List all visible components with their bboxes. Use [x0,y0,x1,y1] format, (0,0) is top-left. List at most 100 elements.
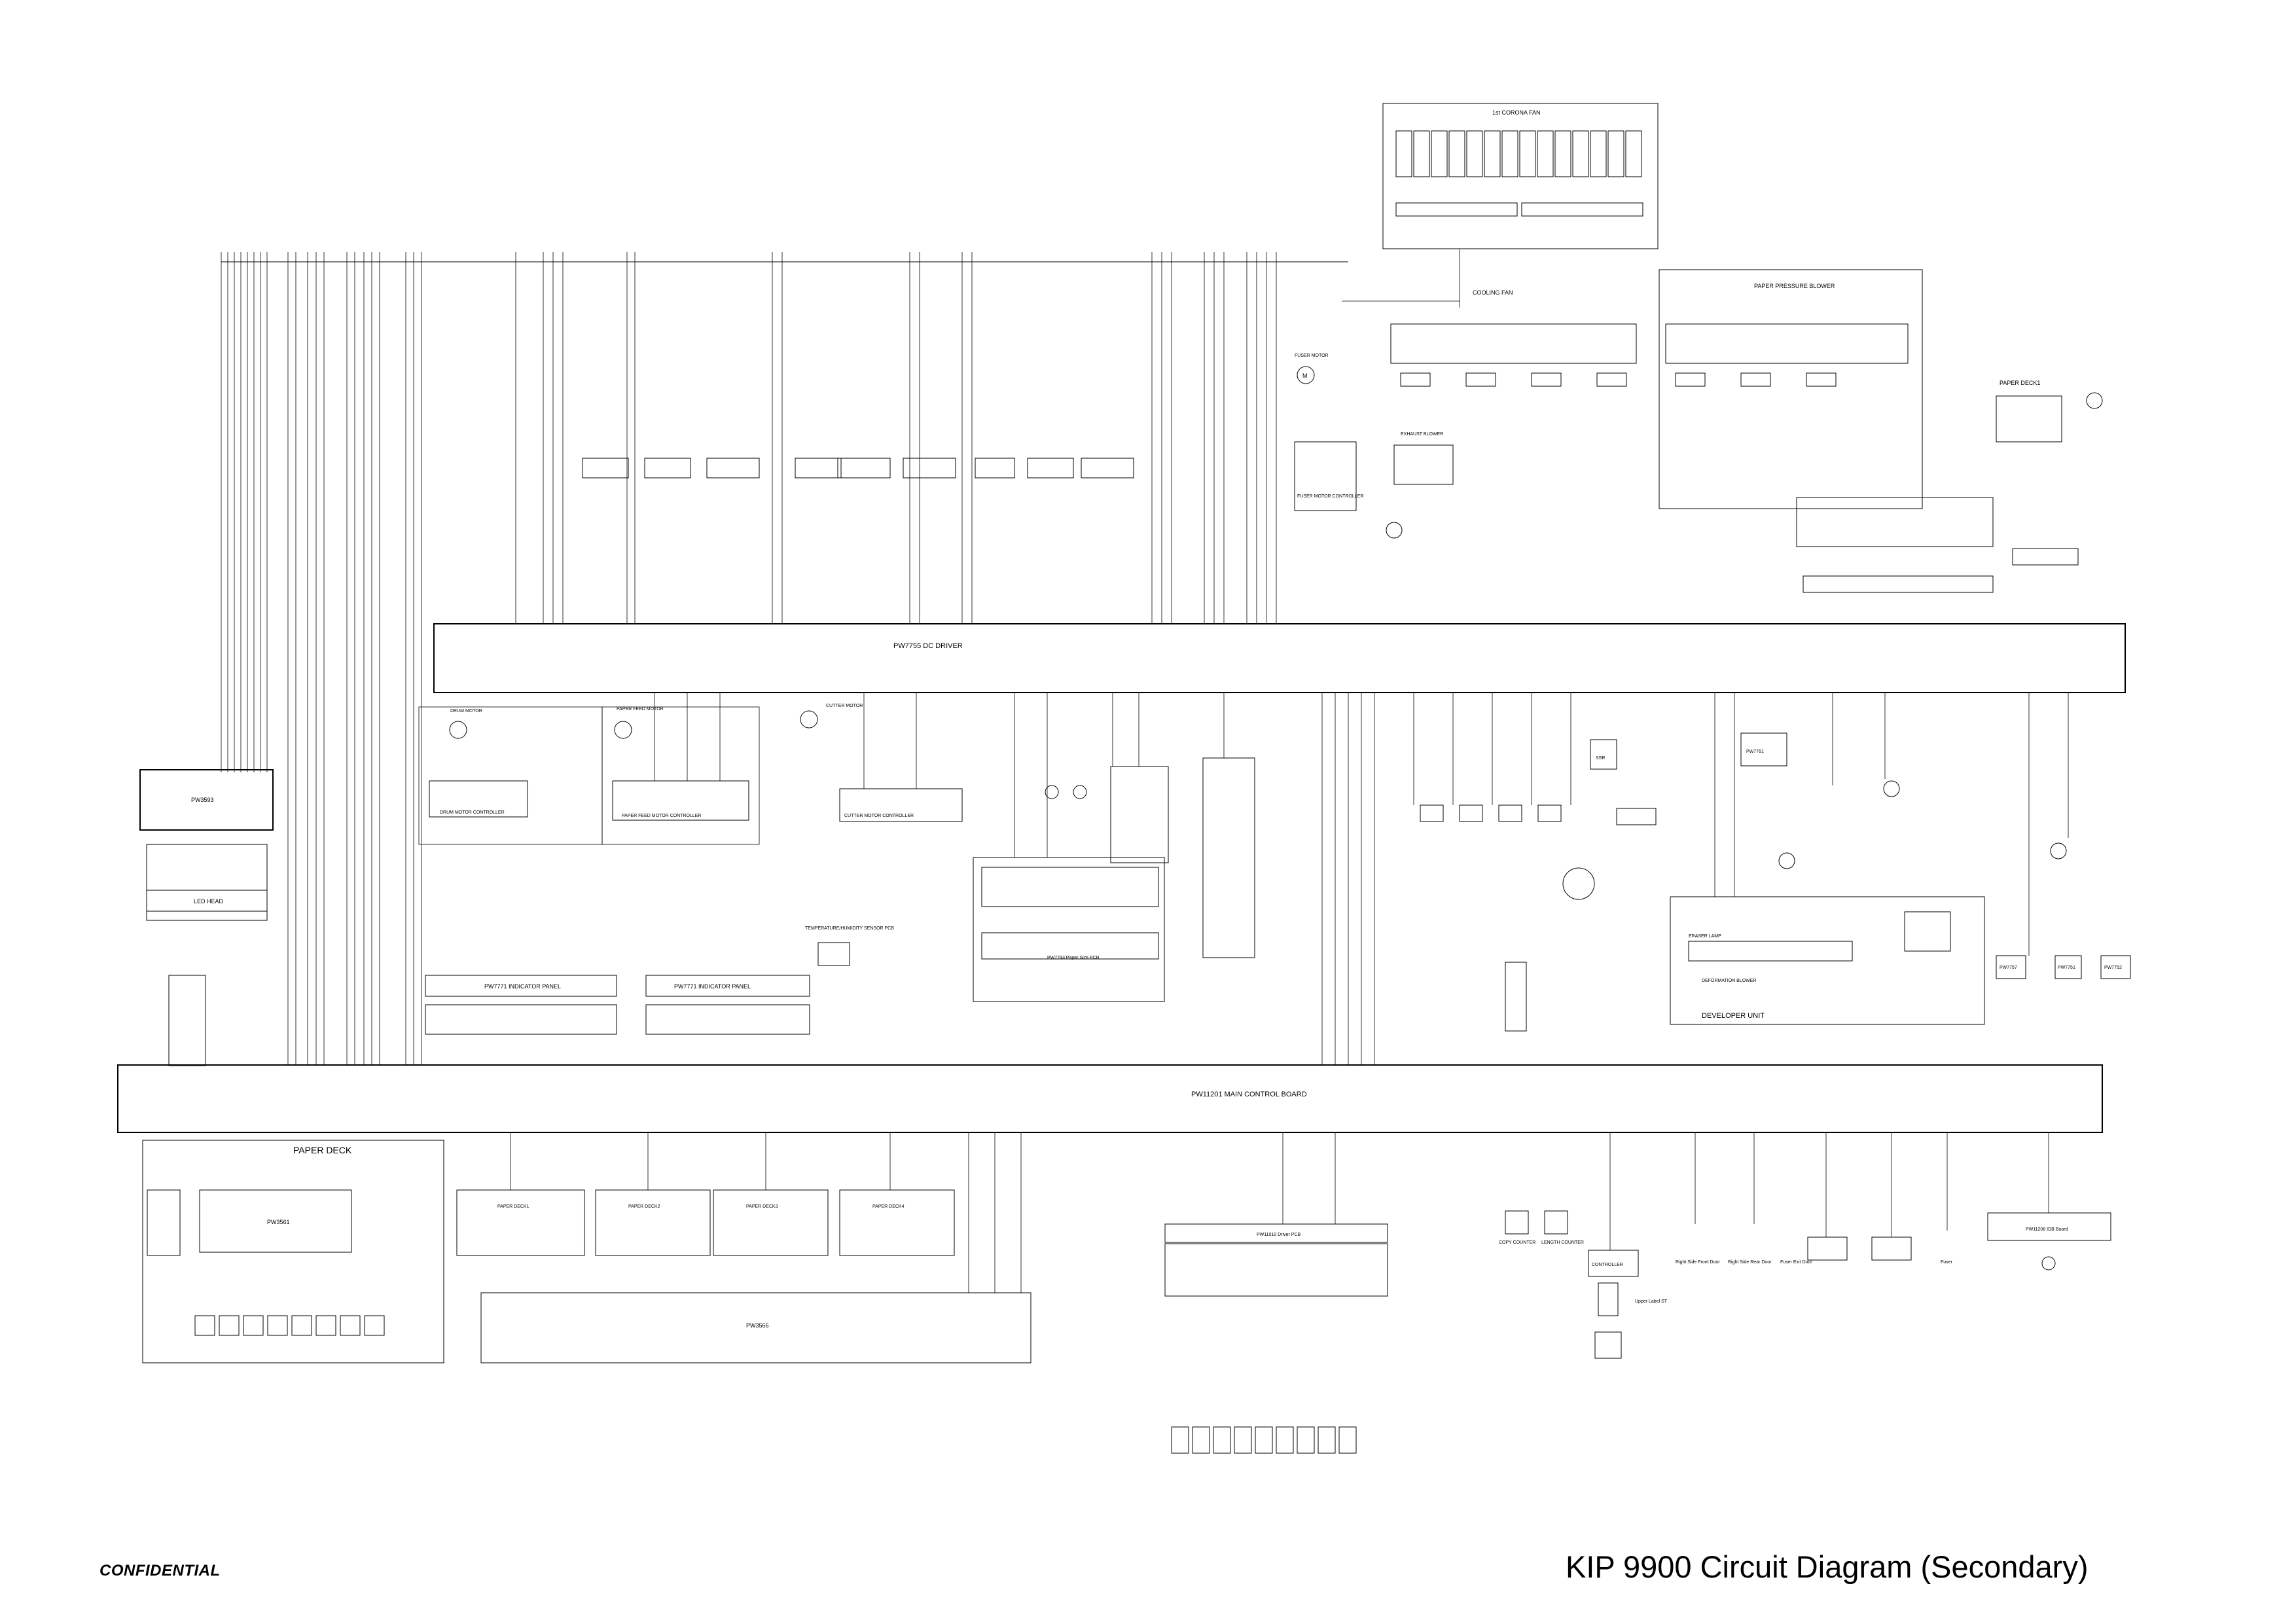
svg-text:Fuser Exit Door: Fuser Exit Door [1780,1260,1812,1265]
indicator-panel-b [645,975,810,997]
paper-size-pcb [973,857,1165,1002]
idb-sensor [2041,1256,2056,1271]
pw7757-label: PW7757 [2000,965,2017,970]
ssr-label: SSR [1596,756,1605,761]
pw7751-label: PW7751 [2058,965,2075,970]
pw7761-board [1740,732,1787,767]
led-head-connector [146,890,268,912]
indicator-panel-b-label: PW7771 INDICATOR PANEL [674,983,751,990]
paper-deck1-label: PAPER DECK1 [2000,380,2040,386]
paper-deck-2-label: PAPER DECK2 [628,1204,660,1209]
fuser-ctrl-label: FUSER MOTOR CONTROLLER [1297,494,1363,499]
length-counter-box [1544,1210,1568,1235]
paper-deck1-box [1996,395,2062,442]
wires [510,249,2069,1293]
paper-size-pcb-label: PW7793 Paper Size PCB [1047,956,1100,960]
page-title: KIP 9900 Circuit Diagram (Secondary) [1566,1549,2089,1584]
pw7752-label: PW7752 [2104,965,2122,970]
paper-feed-motor-label: PAPER FEED MOTOR [617,707,664,712]
drum-ctrl-label: DRUM MOTOR CONTROLLER [440,810,505,815]
halogen-lamp-box [1505,962,1527,1032]
confidential-label: CONFIDENTIAL [99,1562,221,1579]
cooling-fan-label: COOLING FAN [1473,289,1513,296]
paper-deck-1-box [456,1189,585,1256]
drum-motor-symbol [449,721,467,739]
cutter-ctrl-label: CUTTER MOTOR CONTROLLER [844,814,914,818]
corona-fan-box [1382,103,1659,249]
svg-text:Fuser: Fuser [1941,1260,1953,1265]
deformation-blower-label: DEFORMATION BLOWER [1702,979,1756,983]
dc-driver-label: PW7755 DC DRIVER [893,642,963,650]
paper-feed-motor-controller [612,780,749,821]
paper-deck-controller [147,1189,181,1256]
driver-pcb-label: PW11010 Driver PCB [1257,1233,1301,1237]
paper-deck-3-label: PAPER DECK3 [746,1204,778,1209]
indicator-panel-b-pins [645,1004,810,1035]
pw7757-box [1996,955,2026,979]
copy-counter-box [1505,1210,1529,1235]
paper-size-inner [981,932,1159,960]
drum-motor-label: DRUM MOTOR [450,709,482,713]
upper-label-sensor [1598,1282,1619,1316]
indicator-panel-a-label: PW7771 INDICATOR PANEL [484,983,561,990]
exhaust-blower-label: EXHAUST BLOWER [1401,432,1443,437]
length-counter-label: LENGTH COUNTER [1541,1240,1584,1245]
small-components [1045,392,2103,869]
fuser-sensor [1871,1236,1912,1261]
controller-label: CONTROLLER [1592,1263,1623,1267]
drum-motor-loop [418,706,603,845]
dc-driver-board [433,623,2126,693]
cutter-motor-symbol [800,710,818,729]
svg-text:Right Side Front Door: Right Side Front Door [1676,1260,1720,1265]
paper-deck-board-label: PW3561 [267,1219,290,1225]
svg-text:Right Side Rear Door: Right Side Rear Door [1728,1260,1772,1265]
cutter-motor-controller [839,788,963,822]
pw7752-box [2100,955,2131,979]
cooling-fan-units [1390,323,1637,387]
led-head-box [146,844,268,921]
pw7751-box [2054,955,2082,979]
fuser-motor-label: FUSER MOTOR [1295,353,1329,358]
eraser-lamp-label: ERASER LAMP [1689,934,1721,939]
upper-label-text: Upper Label ST [1635,1299,1668,1304]
developer-unit-box [1670,896,1985,1025]
toner-density-sensor [1807,1236,1848,1261]
paper-deck-board [199,1189,352,1253]
main-control-board [117,1064,2103,1133]
mid-signal-bus [515,252,1277,624]
developer-sensor-box [1904,911,1951,952]
surface-sensor [1594,1331,1622,1359]
corona-fan-units [1395,130,1643,217]
indicator-panel-a-pins [425,1004,617,1035]
temp-humidity-pcb [817,942,850,966]
idb-board [1987,1212,2111,1241]
idb-board-label: PW11208 IDB Board [2026,1227,2068,1232]
eraser-lamp-row [1688,941,1853,962]
blower-units [1665,323,1909,387]
right-connector-row [1803,575,1994,593]
paper-deck-1-label: PAPER DECK1 [497,1204,529,1209]
main-control-label: PW11201 MAIN CONTROL BOARD [1191,1091,1307,1098]
led-cable [168,975,206,1066]
paper-feed-motor-symbol [614,721,632,739]
copy-counter-label: COPY COUNTER [1499,1240,1535,1245]
left-signal-bus [221,252,422,1065]
pw3593-label: PW3593 [191,797,214,803]
fuser-motor-m: M [1302,372,1308,379]
cutter-motor-label: CUTTER MOTOR [826,704,863,708]
drum-motor-controller [429,780,528,818]
paper-deck-sensors [194,1315,385,1336]
pw3593-board [139,769,274,831]
developer-unit-label: DEVELOPER UNIT [1702,1012,1765,1020]
eraser-lamp-column [1202,757,1255,958]
fuser-motor-controller [1294,441,1357,511]
paper-pressure-blower-box [1659,269,1923,509]
corona-fan-label: 1st CORONA FAN [1492,109,1541,116]
paper-deck-3-box [713,1189,829,1256]
paper-deck-frame [142,1140,444,1363]
driver-output-boxes [1171,1426,1357,1454]
center-motor-symbol [1562,867,1595,900]
temp-humidity-label: TEMPERATURE/HUMIDITY SENSOR PCB [805,926,894,931]
pw3566-label: PW3566 [746,1322,769,1329]
led-head-label: LED HEAD [194,898,224,905]
